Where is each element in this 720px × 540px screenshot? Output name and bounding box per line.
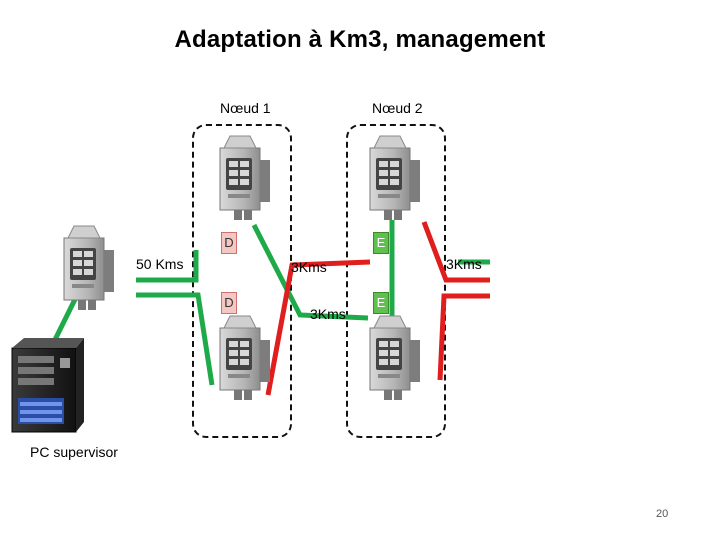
slide-title: Adaptation à Km3, management bbox=[174, 26, 546, 53]
distance-label-3km-right: 3Kms bbox=[446, 256, 482, 272]
node1-top-switch-icon bbox=[219, 135, 271, 221]
link-node2-top-right bbox=[421, 221, 490, 283]
distance-label-3km-lower: 3Kms bbox=[310, 306, 346, 322]
node2-bottom-switch-icon bbox=[369, 315, 421, 401]
link-center-to-node1-bottom bbox=[136, 292, 215, 386]
node2-top-switch-icon bbox=[369, 135, 421, 221]
port-node1-top: D bbox=[221, 232, 237, 254]
node2-label: Nœud 2 bbox=[372, 100, 423, 116]
port-node2-bottom: E bbox=[373, 292, 389, 314]
center-switch-icon bbox=[63, 225, 115, 311]
link-node1-bottom-to-node2-top bbox=[265, 259, 371, 396]
node1-label: Nœud 1 bbox=[220, 100, 271, 116]
link-node1-top-to-node2-bottom bbox=[251, 223, 369, 321]
red-links bbox=[265, 221, 490, 396]
port-node1-bottom: D bbox=[221, 292, 237, 314]
distance-label-50km: 50 Kms bbox=[136, 256, 184, 272]
distance-label-3km-upper: 3Kms bbox=[291, 259, 327, 275]
pc-tower-icon bbox=[11, 338, 84, 433]
link-node2-bottom-right bbox=[437, 293, 490, 381]
link-center-to-node1-top bbox=[136, 250, 199, 283]
pc-supervisor-label: PC supervisor bbox=[30, 444, 118, 460]
node1-bottom-switch-icon bbox=[219, 315, 271, 401]
port-node2-top: E bbox=[373, 232, 389, 254]
page-number: 20 bbox=[656, 508, 669, 520]
